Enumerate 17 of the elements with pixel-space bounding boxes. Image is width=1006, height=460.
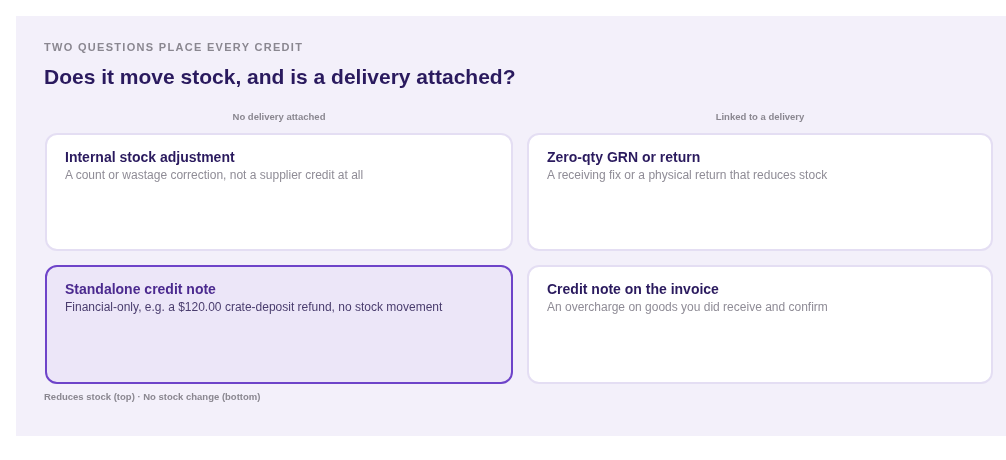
card-description: A receiving fix or a physical return that reduces stock	[547, 168, 828, 182]
eyebrow-text: TWO QUESTIONS PLACE EVERY CREDIT	[44, 41, 304, 53]
card-title: Internal stock adjustment	[65, 149, 235, 165]
title: Does it move stock, and is a delivery attached?	[44, 65, 516, 89]
card	[527, 265, 993, 384]
card-description: A count or wastage correction, not a supplier credit at all	[65, 168, 364, 182]
card-title: Zero-qty GRN or return	[547, 149, 701, 165]
card-title: Standalone credit note	[65, 281, 216, 297]
card	[45, 133, 513, 251]
highlighted-card	[45, 265, 513, 384]
caption: Reduces stock (top) · No stock change (bottom)	[44, 391, 261, 402]
card-description: Financial-only, e.g. a $120.00 crate-deposit refund, no stock movement	[65, 300, 443, 314]
card	[527, 133, 993, 251]
column-header: Linked to a delivery	[715, 111, 805, 122]
card-title: Credit note on the invoice	[547, 281, 719, 297]
column-header: No delivery attached	[232, 111, 326, 122]
card-description: An overcharge on goods you did receive and confirm	[547, 300, 828, 314]
